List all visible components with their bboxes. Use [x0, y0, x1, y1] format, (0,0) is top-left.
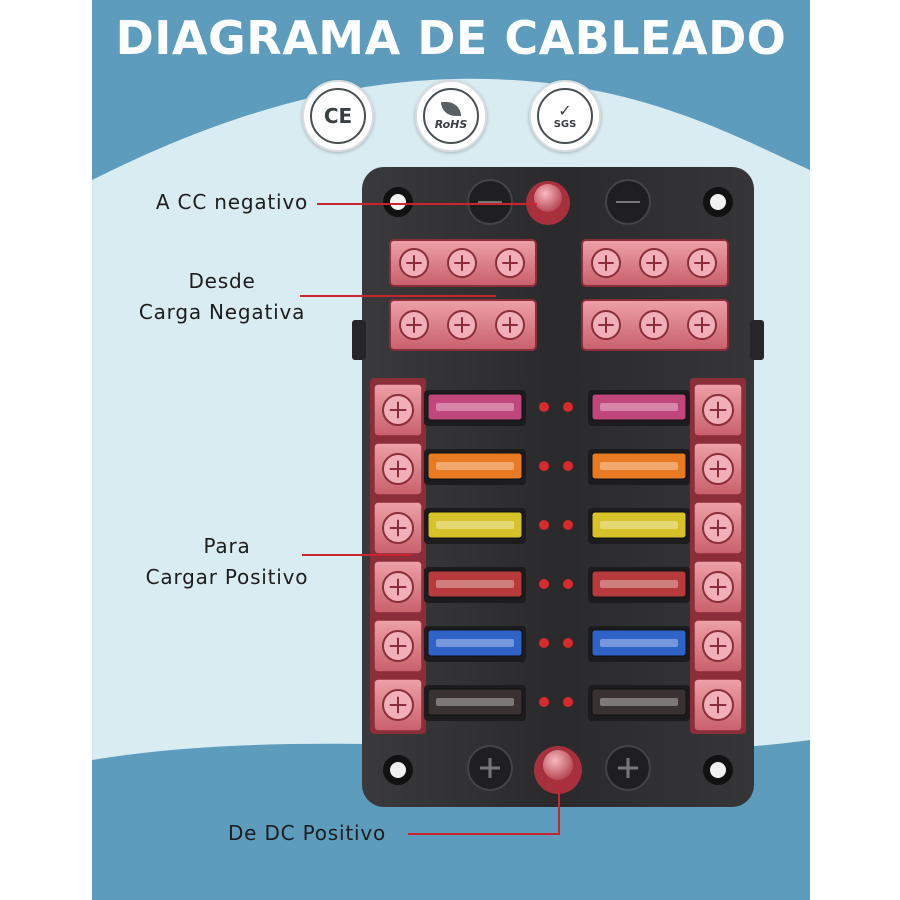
side-terminals [373, 383, 743, 732]
left-fuse [424, 390, 526, 426]
poster: DIAGRAMA DE CABLEADO CE RoHS ✓ SGS [92, 0, 810, 900]
label-negative-load: Desde Carga Negativa [122, 266, 322, 328]
label-negative-load-line2: Carga Negativa [138, 300, 306, 324]
bus-screw [687, 248, 717, 278]
left-fuse [424, 567, 526, 603]
led-indicator [539, 461, 549, 471]
led-indicator [539, 520, 549, 530]
led-indicator [563, 579, 573, 589]
ce-badge-label: CE [323, 104, 353, 128]
right-fuse [588, 685, 690, 721]
led-indicator [563, 402, 573, 412]
label-positive-load-line2: Cargar Positivo [145, 565, 309, 589]
bus-screw [591, 248, 621, 278]
callout-line-negative-load [300, 295, 496, 297]
left-positive-terminal [373, 383, 423, 437]
left-positive-terminal [373, 501, 423, 555]
right-fuse [588, 449, 690, 485]
rohs-badge: RoHS [415, 80, 487, 152]
right-positive-terminal [693, 678, 743, 732]
bus-screw [639, 248, 669, 278]
led-indicator [563, 697, 573, 707]
bus-screw [495, 310, 525, 340]
bus-screw [447, 248, 477, 278]
callout-line-positive-dc-vertical [558, 790, 560, 835]
led-indicator [539, 638, 549, 648]
page-title: DIAGRAMA DE CABLEADO [115, 11, 787, 65]
fuse-box-illustration [352, 167, 764, 807]
sgs-badge-label: SGS [553, 118, 577, 130]
led-indicator [563, 520, 573, 530]
bus-screw [687, 310, 717, 340]
sgs-badge: ✓ SGS [529, 80, 601, 152]
led-indicator [563, 461, 573, 471]
led-indicator [539, 402, 549, 412]
rohs-badge-label: RoHS [434, 117, 468, 131]
leaf-icon [441, 101, 461, 116]
callout-line-positive-load [302, 554, 412, 556]
right-fuse [588, 390, 690, 426]
left-positive-terminal [373, 619, 423, 673]
right-fuse [588, 626, 690, 662]
left-positive-terminal [373, 560, 423, 614]
ce-badge: CE [302, 80, 374, 152]
right-positive-terminal [693, 501, 743, 555]
bus-bar-screws [399, 248, 717, 340]
rohs-leaf-icon: RoHS [423, 88, 479, 144]
left-fuse [424, 508, 526, 544]
bus-screw [639, 310, 669, 340]
indicator-leds [539, 402, 573, 707]
label-positive-dc-text: De DC Positivo [227, 821, 387, 845]
led-indicator [539, 579, 549, 589]
left-positive-terminal [373, 442, 423, 496]
left-positive-terminal [373, 678, 423, 732]
sgs-check-icon: ✓ SGS [537, 88, 593, 144]
bus-screw [399, 310, 429, 340]
label-negative-load-line1: Desde [188, 269, 256, 293]
right-positive-terminal [693, 560, 743, 614]
bus-screw [399, 248, 429, 278]
ce-icon: CE [310, 88, 366, 144]
right-positive-terminal [693, 383, 743, 437]
label-negative-dc: A CC negativo [132, 187, 332, 218]
left-fuse [424, 449, 526, 485]
bus-screw [447, 310, 477, 340]
right-fuse [588, 567, 690, 603]
right-positive-terminal [693, 619, 743, 673]
label-positive-load-line1: Para [203, 534, 251, 558]
checkmark-icon: ✓ [558, 100, 572, 120]
label-positive-load: Para Cargar Positivo [122, 531, 332, 593]
left-fuse [424, 626, 526, 662]
left-fuse [424, 685, 526, 721]
right-positive-terminal [693, 442, 743, 496]
callout-line-positive-dc [408, 833, 560, 835]
mounting-holes [383, 187, 733, 785]
label-negative-dc-text: A CC negativo [155, 190, 309, 214]
fuses [424, 390, 690, 721]
bus-screw [591, 310, 621, 340]
callout-line-negative-dc [317, 203, 537, 205]
label-positive-dc: De DC Positivo [207, 818, 407, 849]
right-fuse [588, 508, 690, 544]
led-indicator [539, 697, 549, 707]
led-indicator [563, 638, 573, 648]
bus-screw [495, 248, 525, 278]
